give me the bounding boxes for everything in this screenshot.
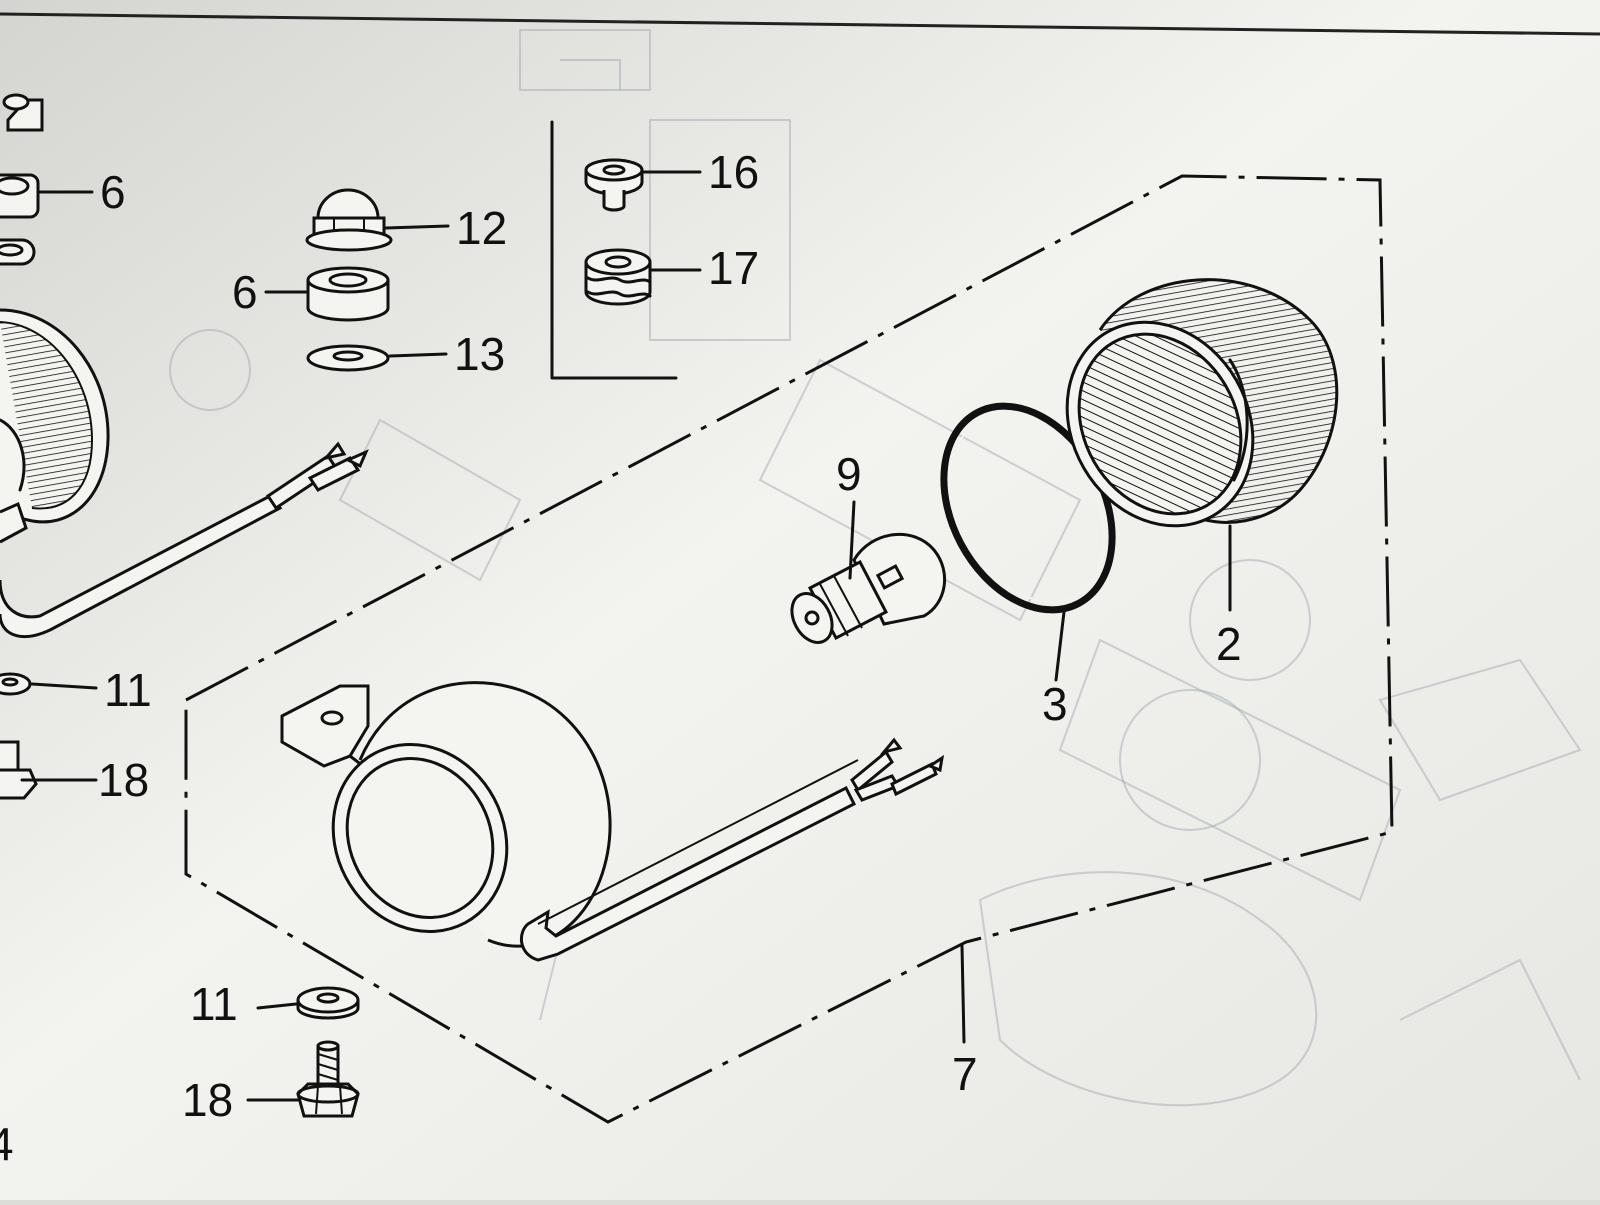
assembly-boundary <box>184 174 1394 1124</box>
callout-11-left: 11 <box>104 664 152 716</box>
washer-11-lower <box>296 986 360 1020</box>
alternate-parts-bracket <box>550 120 678 380</box>
callout-9: 9 <box>836 448 862 500</box>
callout-18-left: 18 <box>98 754 149 806</box>
callout-7: 7 <box>952 1048 978 1100</box>
bolt-18-lower <box>296 1040 360 1118</box>
callout-12: 12 <box>456 202 507 254</box>
grommet-17 <box>584 248 652 306</box>
callout-13: 13 <box>454 328 505 380</box>
leader-lines <box>20 170 1232 1102</box>
grommet-16 <box>584 158 644 212</box>
callout-3: 3 <box>1042 678 1068 730</box>
callout-17: 17 <box>708 242 759 294</box>
callout-6-top: 6 <box>100 166 126 218</box>
callout-2: 2 <box>1216 618 1242 670</box>
callout-4-partial: 4 <box>0 1118 14 1170</box>
callout-16: 16 <box>708 146 759 198</box>
left-partial-assembly <box>0 93 369 800</box>
cap-nut-12 <box>305 188 393 252</box>
lens-2 <box>1065 278 1339 528</box>
callout-labels: 6 12 6 13 16 17 11 18 9 3 2 7 11 18 4 <box>0 146 1242 1170</box>
bulb-9 <box>790 532 947 644</box>
callout-18-lower: 18 <box>182 1074 233 1126</box>
callout-6-mid: 6 <box>232 266 258 318</box>
washer-13 <box>306 344 390 372</box>
collar-6 <box>306 266 390 322</box>
lamp-housing-7 <box>280 681 945 962</box>
page-edge-line <box>0 12 1600 36</box>
callout-11-lower: 11 <box>190 978 238 1030</box>
bleed-through-artwork <box>169 29 1582 1107</box>
